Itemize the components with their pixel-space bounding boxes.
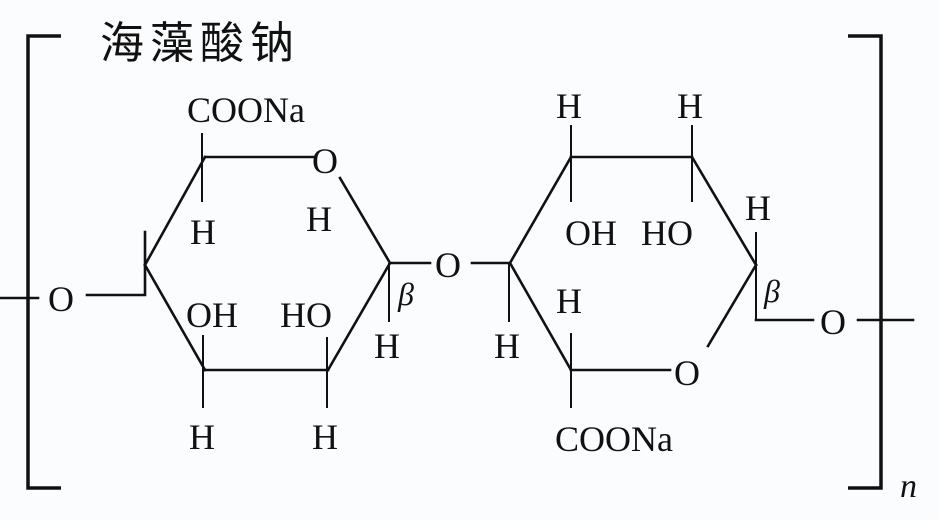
right-ring-c4-hydrogen: H: [494, 326, 520, 366]
left-ring-c3-hydroxyl: OH: [186, 295, 238, 335]
right-ring-c2-hydrogen: H: [677, 86, 703, 126]
left-ring-c1-hydrogen: H: [374, 326, 400, 366]
right-ring-c5-hydrogen: H: [556, 281, 582, 321]
right-ring-carboxyl: COONa: [555, 419, 673, 459]
right-ring-c1-hydrogen: H: [745, 188, 771, 228]
left-bracket: [26, 34, 61, 490]
glycosidic-bridge: O: [388, 245, 512, 285]
left-ring-c1-hydrogen-top: H: [306, 199, 332, 239]
left-ring: COONa O H H OH HO H H H β: [143, 90, 414, 457]
right-ring-c3-hydroxyl: OH: [565, 213, 617, 253]
left-ring-c5-hydrogen: H: [190, 212, 216, 252]
left-ring-oxygen: O: [312, 141, 338, 181]
right-terminal-oxygen: O: [820, 302, 846, 342]
right-ring-c3-hydrogen: H: [556, 86, 582, 126]
left-terminal-linkage: O: [0, 230, 147, 319]
left-ring-carboxyl: COONa: [187, 90, 305, 130]
repeat-subscript-n: n: [900, 468, 917, 505]
bridge-oxygen: O: [435, 245, 461, 285]
right-bracket: [848, 34, 883, 490]
right-ring-c2-hydroxyl: HO: [641, 213, 693, 253]
left-ring-c2-hydrogen: H: [312, 417, 338, 457]
right-terminal-linkage: O: [820, 302, 915, 342]
right-ring: H H H OH HO H H O COONa β: [494, 86, 815, 459]
right-ring-beta-label: β: [763, 273, 780, 309]
left-ring-beta-label: β: [397, 276, 414, 312]
left-terminal-oxygen: O: [48, 279, 74, 319]
right-ring-oxygen: O: [674, 353, 700, 393]
diagram-title: 海藻酸钠: [100, 18, 300, 69]
left-ring-c2-hydroxyl: HO: [280, 295, 332, 335]
left-ring-c3-hydrogen: H: [189, 417, 215, 457]
